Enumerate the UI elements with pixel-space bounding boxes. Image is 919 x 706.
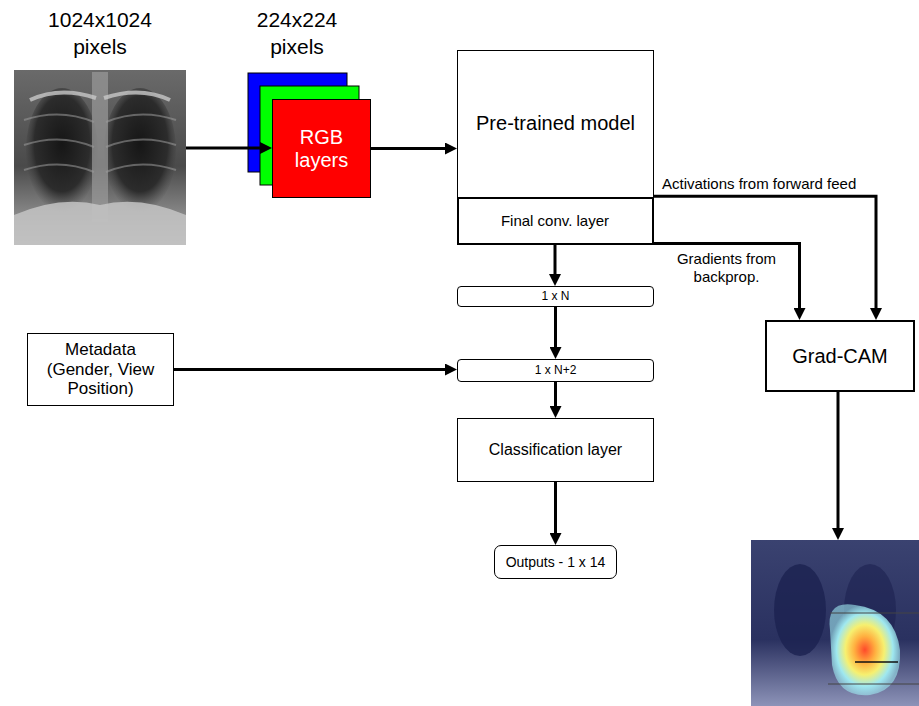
text-area: Grad-CAM (767, 322, 913, 390)
xray-lung (104, 88, 176, 212)
node-text: 1 x N+2 (535, 364, 577, 378)
metadata-box: Metadata (Gender, View Position) (27, 333, 174, 406)
connector-arrow (554, 307, 557, 347)
size-label: 1024x1024 pixels (30, 6, 170, 61)
input-arrow (186, 147, 260, 150)
xray-lung (26, 88, 98, 212)
xray-spine (92, 72, 108, 222)
text-area: Pre-trained model (458, 51, 653, 196)
node-text: Grad-CAM (792, 345, 888, 368)
vector-box: 1 x N+2 (457, 359, 654, 382)
text-area: 1 x N (458, 287, 653, 306)
node-text: Pre-trained model (476, 112, 635, 135)
xray-clavicle (30, 92, 170, 100)
node-text: 1 x N (541, 290, 569, 304)
text-area: RGB layers (273, 100, 370, 197)
text-area: Final conv. layer (459, 199, 652, 243)
node-text: Classification layer (489, 441, 622, 459)
node-text: Final conv. layer (501, 212, 609, 229)
connector-arrow (174, 368, 445, 371)
heatmap-lung (774, 564, 826, 656)
connector-arrow (554, 382, 557, 406)
node-text: Outputs - 1 x 14 (506, 554, 606, 570)
xray-ribs (24, 114, 176, 172)
size-label: 224x224 pixels (227, 6, 367, 61)
connector-arrow (554, 482, 557, 533)
node-text: Metadata (Gender, View Position) (33, 340, 168, 399)
text-area: Outputs - 1 x 14 (495, 546, 616, 578)
text-area: Metadata (Gender, View Position) (28, 334, 173, 405)
gradcam-box: Grad-CAM (765, 320, 915, 392)
connector-arrow (654, 196, 876, 308)
layer-box: Final conv. layer (457, 197, 654, 245)
text-area: Classification layer (458, 419, 653, 481)
connector-arrow (654, 244, 800, 308)
connector-arrow (371, 147, 445, 150)
edge-label: Gradients from backprop. (660, 250, 794, 286)
gradcam-heatmap-image (751, 540, 919, 706)
output-box: Outputs - 1 x 14 (494, 545, 617, 579)
heatmap-background (751, 540, 919, 706)
model-box: Pre-trained modelFinal conv. layer (457, 50, 654, 245)
heatmap-line (830, 613, 919, 614)
heatmap-line (855, 661, 898, 663)
heatmap-line (828, 684, 919, 685)
text-area: 1 x N+2 (458, 360, 653, 381)
heatmap-blob (830, 604, 901, 695)
xray-diaphragm (14, 202, 186, 245)
rgb-layer-box: RGB layers (272, 99, 371, 198)
xray-image (14, 70, 186, 245)
output-arrow (837, 392, 840, 528)
vector-box: 1 x N (457, 286, 654, 307)
edge-label: Activations from forward feed (660, 175, 858, 193)
xray-background (14, 70, 186, 245)
node-text: RGB layers (278, 126, 365, 172)
classifier-box: Classification layer (457, 418, 654, 482)
connector-arrow (554, 245, 557, 275)
